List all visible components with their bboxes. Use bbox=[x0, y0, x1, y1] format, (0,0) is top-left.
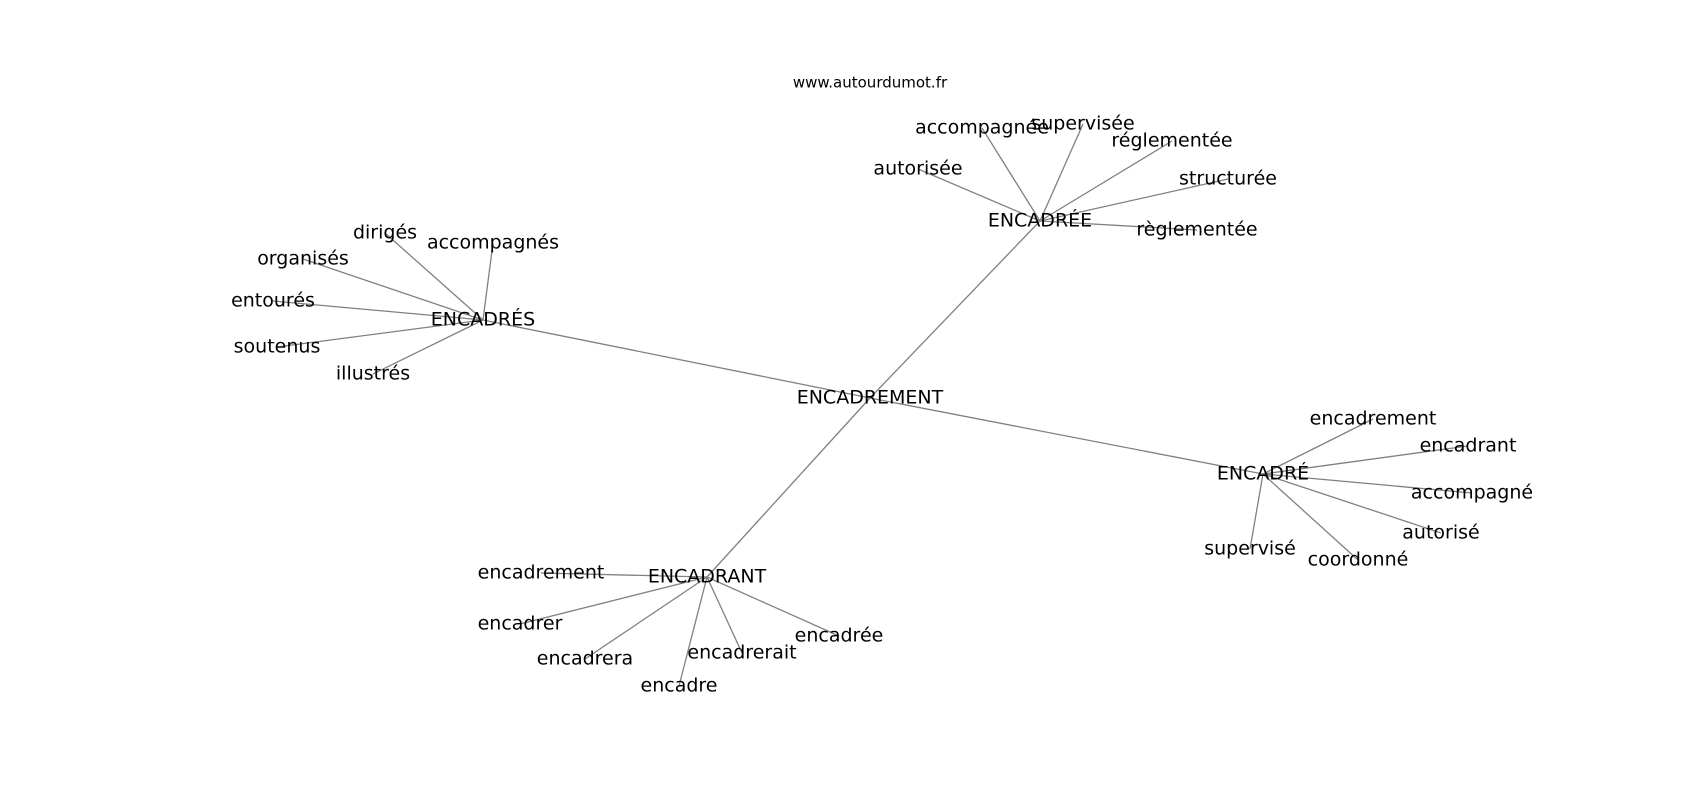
edge-hub-encadrant-a-encadrerait bbox=[706, 576, 743, 654]
node-e-reglementee1: réglementée bbox=[1111, 130, 1232, 152]
node-a-encadrerait: encadrerait bbox=[687, 642, 796, 664]
node-e-structuree: structurée bbox=[1179, 168, 1277, 190]
node-d-encadrant: encadrant bbox=[1420, 435, 1517, 457]
edge-hub-encadrant-a-encadrement bbox=[540, 572, 708, 578]
edge-root-hub-encadrant bbox=[706, 397, 871, 578]
edge-hub-encadrant-a-encadrer bbox=[519, 576, 708, 625]
edge-hub-encadrant-a-encadre bbox=[678, 576, 708, 687]
edge-hub-encadre-d-encadrant bbox=[1262, 445, 1469, 475]
node-a-encadrera: encadrera bbox=[537, 648, 633, 670]
edge-hub-encadrant-a-encadrera bbox=[584, 576, 708, 660]
node-a-encadre: encadre bbox=[641, 675, 718, 697]
edge-hub-encadres-s-accompagnes bbox=[482, 242, 494, 321]
node-d-coordonne: coordonné bbox=[1308, 549, 1409, 571]
edge-hub-encadre-d-supervise bbox=[1249, 473, 1264, 550]
edge-hub-encadree-e-autorisee bbox=[917, 168, 1041, 222]
node-a-encadree: encadrée bbox=[795, 625, 884, 647]
node-d-autorise: autorisé bbox=[1402, 522, 1479, 544]
node-s-soutenus: soutenus bbox=[234, 336, 321, 358]
node-s-diriges: dirigés bbox=[353, 222, 417, 244]
edge-hub-encadree-e-reglementee1 bbox=[1039, 140, 1173, 222]
node-s-accompagnes: accompagnés bbox=[427, 232, 559, 254]
node-a-encadrer: encadrer bbox=[478, 613, 563, 635]
node-hub-encadrant: ENCADRANT bbox=[648, 566, 767, 588]
node-e-supervisee: supervisée bbox=[1031, 113, 1134, 135]
node-s-organises: organisés bbox=[257, 248, 349, 270]
edge-hub-encadre-d-encadrement bbox=[1262, 418, 1374, 475]
node-s-entoures: entourés bbox=[231, 290, 315, 312]
node-hub-encadre: ENCADRÉ bbox=[1217, 462, 1309, 485]
edge-hub-encadrant-a-encadree bbox=[706, 576, 840, 637]
edge-hub-encadres-s-diriges bbox=[384, 232, 484, 321]
edge-hub-encadres-s-organises bbox=[302, 258, 484, 321]
source-label: www.autourdumot.fr bbox=[793, 74, 948, 92]
edge-hub-encadre-d-autorise bbox=[1262, 473, 1442, 534]
edge-hub-encadree-e-supervisee bbox=[1039, 123, 1084, 222]
edges-layer bbox=[272, 123, 1473, 687]
edge-hub-encadres-s-soutenus bbox=[276, 319, 484, 348]
node-e-reglementee2: règlementée bbox=[1136, 219, 1257, 241]
node-d-supervise: supervisé bbox=[1204, 538, 1296, 560]
edge-hub-encadree-e-structuree bbox=[1039, 178, 1229, 222]
edge-root-hub-encadres bbox=[482, 319, 871, 399]
node-a-encadrement: encadrement bbox=[478, 562, 605, 584]
edge-root-hub-encadree bbox=[869, 220, 1041, 399]
edge-hub-encadres-s-entoures bbox=[272, 300, 484, 321]
node-e-accompagnee: accompagnée bbox=[915, 117, 1049, 139]
node-d-accompagne: accompagné bbox=[1411, 482, 1533, 504]
node-root: ENCADREMENT bbox=[797, 387, 944, 409]
labels-layer: ENCADREMENT ENCADRÉS ENCADRÉE ENCADRÉ ENCADR… bbox=[231, 113, 1533, 697]
edge-root-hub-encadre bbox=[869, 397, 1264, 475]
node-s-illustres: illustrés bbox=[336, 363, 410, 385]
edge-hub-encadre-d-accompagne bbox=[1262, 473, 1473, 494]
edge-hub-encadree-e-accompagnee bbox=[981, 127, 1041, 222]
node-hub-encadree: ENCADRÉE bbox=[988, 209, 1092, 232]
node-hub-encadres: ENCADRÉS bbox=[431, 308, 535, 331]
edge-hub-encadres-s-illustres bbox=[372, 319, 484, 375]
node-e-autorisee: autorisée bbox=[873, 158, 962, 180]
edge-hub-encadre-d-coordonne bbox=[1262, 473, 1359, 561]
node-d-encadrement: encadrement bbox=[1310, 408, 1437, 430]
edge-hub-encadree-e-reglementee2 bbox=[1039, 220, 1198, 231]
